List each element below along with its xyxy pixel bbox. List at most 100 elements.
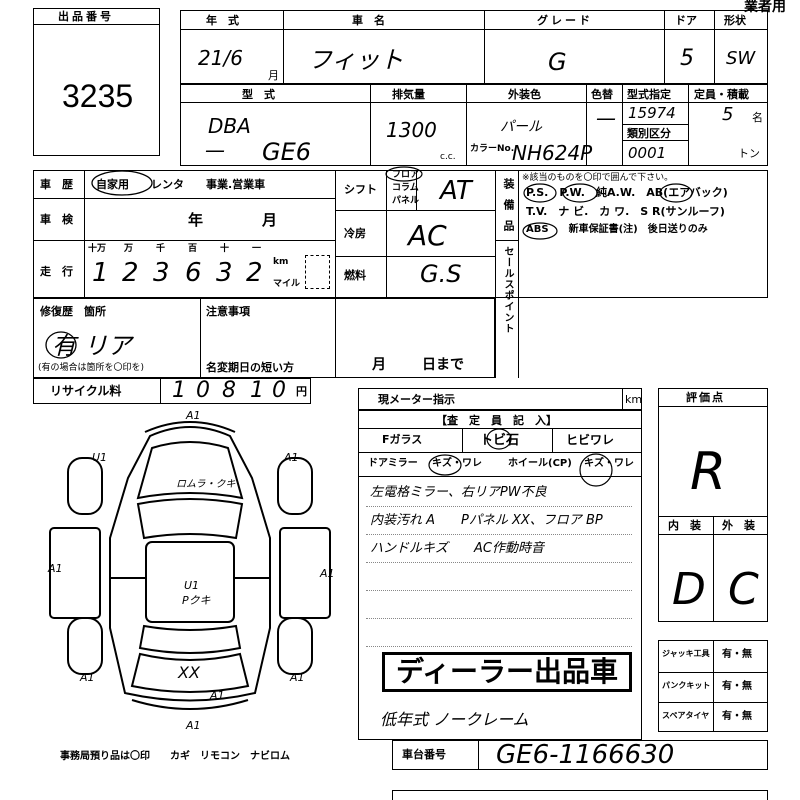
equipment-side-label: 装備品 bbox=[502, 178, 515, 241]
recycle-digit: 0 bbox=[272, 378, 286, 403]
door-label: ドア bbox=[675, 14, 697, 27]
cc-unit: c.c. bbox=[440, 152, 456, 162]
digit-label: 一 bbox=[252, 244, 262, 254]
recycle-label: リサイクル料 bbox=[50, 384, 122, 398]
shift-circle bbox=[385, 166, 423, 182]
exterior-label: 外 装 bbox=[722, 519, 755, 532]
digit-label: 千 bbox=[156, 244, 166, 254]
name-change-label: 名変期日の短い方 bbox=[206, 361, 294, 374]
history-box bbox=[33, 170, 768, 298]
mileage-digit: 3 bbox=[153, 258, 170, 288]
mileage-digit: 3 bbox=[216, 258, 233, 288]
interior-label: 内 装 bbox=[668, 519, 701, 532]
mirror-circle bbox=[428, 454, 462, 476]
exterior-value: C bbox=[728, 564, 759, 615]
history-circle bbox=[91, 170, 153, 196]
equipment-note: ※該当のものを〇印で囲んで下さい。 bbox=[522, 173, 674, 183]
diagram-mark: ロムラ・クキ bbox=[176, 479, 236, 490]
tool-value: 有・無 bbox=[722, 649, 752, 660]
displacement-value: 1300 bbox=[386, 118, 437, 142]
interior-value: D bbox=[672, 564, 706, 615]
mileage-digit: 2 bbox=[122, 258, 139, 288]
digit-label: 万 bbox=[124, 244, 134, 254]
mileage-label: 走 行 bbox=[40, 265, 73, 278]
rating-value: R bbox=[690, 442, 727, 502]
wheel-state: キズ・ワレ bbox=[584, 458, 634, 469]
name-change-day: 日まで bbox=[422, 357, 464, 373]
diagram-mark: A1 bbox=[320, 567, 335, 580]
car-diagram bbox=[49, 421, 331, 710]
meter-unit: km bbox=[625, 393, 643, 406]
month-unit: 月 bbox=[268, 69, 279, 82]
shift-option: フロア bbox=[392, 170, 420, 180]
capacity-label: 定員・積載 bbox=[694, 88, 749, 101]
recycle-box bbox=[33, 378, 311, 404]
inspection-year: 年 bbox=[188, 211, 204, 229]
repair-value: 有 リア bbox=[52, 332, 132, 360]
chassis-value: GE6-1166630 bbox=[496, 740, 675, 770]
diagram-mark: U1 bbox=[184, 579, 200, 592]
class-label: 類別区分 bbox=[627, 127, 671, 140]
grade-value: G bbox=[548, 48, 567, 76]
equipment-line-1: P.S. P.W. 純A.W. AB(エアバック) bbox=[526, 186, 728, 199]
tool-label: パンクキット bbox=[662, 681, 711, 690]
equipment-circles bbox=[522, 183, 693, 240]
mile-label: マイル bbox=[273, 279, 301, 289]
fuel-value: G.S bbox=[420, 260, 462, 288]
mirror-state: キズ・ワレ bbox=[432, 458, 482, 469]
diagram-mark: A1 bbox=[48, 562, 63, 575]
diagram-mark: XX bbox=[178, 663, 200, 682]
car-name-label: 車 名 bbox=[352, 14, 385, 27]
repair-label: 修復歴 箇所 bbox=[40, 305, 106, 318]
sales-point-label: セールスポイント bbox=[502, 246, 513, 334]
door-value: 5 bbox=[680, 46, 694, 71]
wheel-circle bbox=[579, 453, 613, 487]
diagram-mark: A1 bbox=[186, 719, 201, 732]
meter-label: 現メーター指示 bbox=[378, 393, 455, 406]
mileage-digit: 6 bbox=[185, 258, 202, 288]
diagram-mark: A1 bbox=[290, 671, 305, 684]
meter-box bbox=[358, 388, 642, 410]
inspector-box bbox=[358, 410, 642, 740]
color-no-label: 色替 bbox=[591, 88, 613, 101]
repair-circle bbox=[45, 331, 77, 359]
inspector-remark: ハンドルキズ AC作動時音 bbox=[370, 541, 544, 556]
color-code: NH624P bbox=[512, 141, 593, 165]
digit-label: 百 bbox=[188, 244, 198, 254]
digit-label: 十万 bbox=[88, 244, 107, 254]
tool-value: 有・無 bbox=[722, 681, 752, 692]
class-value: 0001 bbox=[628, 144, 667, 162]
tool-value: 有・無 bbox=[722, 711, 752, 722]
lot-number: 3235 bbox=[62, 78, 134, 114]
color-label: 外装色 bbox=[508, 88, 541, 101]
diagram-mark: A1 bbox=[284, 451, 299, 464]
inspector-title: 【査 定 員 記 入】 bbox=[436, 414, 557, 427]
mirror-label: ドアミラー bbox=[368, 458, 418, 469]
chassis-label: 車台番号 bbox=[402, 748, 446, 761]
tool-label: ジャッキ工具 bbox=[662, 649, 710, 658]
diagram-mark: U1 bbox=[92, 451, 108, 464]
year-value: 21/6 bbox=[198, 46, 243, 70]
mile-checkbox[interactable] bbox=[305, 255, 330, 289]
equipment-line-2: T.V. ナ ビ. カ ワ. S R(サンルーフ) bbox=[526, 205, 725, 218]
model-value-1: DBA bbox=[208, 114, 251, 138]
inspection-month: 月 bbox=[262, 211, 278, 229]
repair-box bbox=[33, 298, 495, 378]
color-value: パール bbox=[500, 119, 542, 135]
car-name-value: フィット bbox=[308, 46, 404, 74]
inspector-remark: 左電格ミラー、右リアPW不良 bbox=[370, 485, 547, 500]
top-row-box bbox=[180, 10, 768, 84]
glass-label: Fガラス bbox=[382, 433, 423, 446]
capacity-value: 5 bbox=[722, 104, 734, 125]
model-cert-label: 型式指定 bbox=[627, 88, 671, 101]
notes-label: 注意事項 bbox=[206, 305, 250, 318]
second-row-box bbox=[180, 84, 768, 166]
model-value-2: GE6 bbox=[262, 138, 312, 166]
inspector-remark: 内装汚れ A Pパネル XX、フロア BP bbox=[370, 513, 603, 528]
mileage-digit: 2 bbox=[246, 258, 263, 288]
bottom-box bbox=[392, 790, 768, 800]
km-label: km bbox=[273, 257, 289, 267]
recycle-digit: 1 bbox=[172, 378, 186, 403]
displacement-label: 排気量 bbox=[392, 88, 425, 101]
rating-label: 評価点 bbox=[686, 391, 725, 404]
